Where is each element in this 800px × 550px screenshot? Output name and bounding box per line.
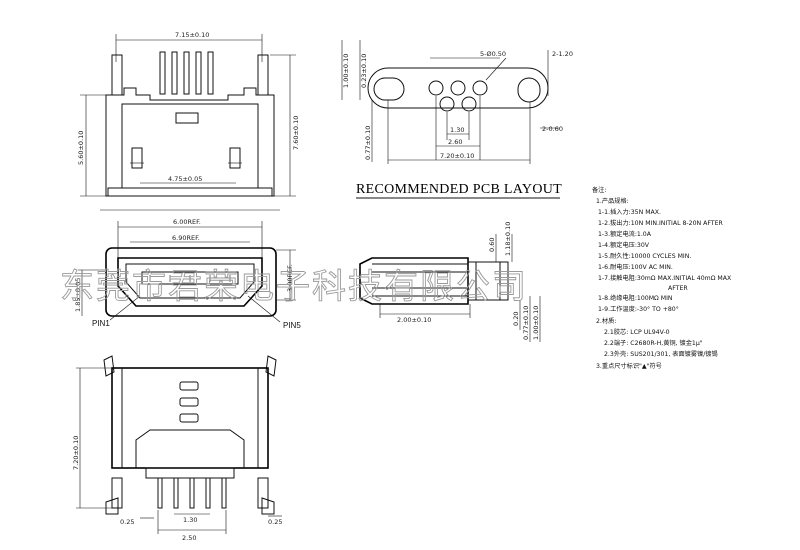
top-dim-height-left: 5.60±0.10 — [77, 131, 85, 165]
bottom-view: 7.20±0.10 1.30 2.50 0.25 0.25 — [72, 355, 282, 542]
notes-heading: 备注: — [592, 186, 606, 194]
note-line: 2.2端子: C2680R-H,黄铜, 镀金1μ" — [604, 339, 703, 347]
side-dim-b: 1.18±0.10 — [504, 222, 512, 256]
side-view: 2.00±0.10 0.60 1.18±0.10 0.20 0.77±0.10 … — [359, 222, 541, 342]
pcb-dim-slot-h: 2-1.20 — [552, 50, 573, 58]
note-line: 2.1胶芯: LCP UL94V-0 — [604, 328, 670, 336]
pcb-dim-top2: 0.23±0.10 — [360, 54, 368, 88]
front-dim-inner: 6.90REF. — [172, 234, 200, 242]
side-dim-a: 0.60 — [488, 238, 496, 252]
note-line: AFTER — [668, 285, 688, 292]
note-line: 1-1.插入力:35N MAX. — [598, 208, 661, 216]
note-line: 1-9.工作温度:-30° TO +80° — [598, 305, 679, 313]
pcb-dim-span: 2.60 — [448, 138, 462, 146]
note-line: 1.产品规格: — [596, 197, 629, 205]
bottom-dim-left: 0.25 — [120, 518, 134, 526]
pcb-layout-title: RECOMMENDED PCB LAYOUT — [356, 182, 562, 197]
pcb-dim-holes: 5-Ø0.50 — [480, 50, 506, 58]
top-dim-inner: 4.75±0.05 — [168, 175, 202, 183]
pin1-label: PIN1 — [92, 319, 110, 328]
note-line: 1-5.耐久性:10000 CYCLES MIN. — [598, 252, 691, 260]
front-view: 6.00REF. 6.90REF. 1.85±0.05 3.00REF. PIN… — [74, 218, 301, 330]
bottom-dim-span: 2.50 — [182, 534, 196, 542]
bottom-dim-right: 0.25 — [268, 518, 282, 526]
note-line: 1-7.接触电阻:30mΩ MAX.INITIAL 40mΩ MAX — [598, 274, 732, 282]
bottom-dim-pitch: 1.30 — [183, 516, 197, 524]
front-dim-outer: 6.00REF. — [173, 218, 201, 226]
front-dim-right: 3.00REF. — [286, 264, 294, 292]
top-dim-height-right: 7.60±0.10 — [292, 116, 300, 150]
note-line: 2.3外壳: SUS201/301, 表面镀雾镍/镀锡 — [604, 350, 718, 358]
bottom-dim-height: 7.20±0.10 — [72, 436, 80, 470]
note-line: 2.材质: — [596, 317, 616, 325]
pcb-dim-slot-w: 2-0.60 — [542, 125, 563, 133]
pin5-label: PIN5 — [283, 321, 301, 330]
notes-block: 备注: 1.产品规格: 1-1.插入力:35N MAX. 1-2.拔出力:10N… — [592, 186, 732, 370]
note-line: 1-8.绝缘电阻:100MΩ MIN — [598, 294, 673, 302]
pcb-dim-total: 7.20±0.10 — [440, 152, 474, 160]
top-dim-width: 7.15±0.10 — [175, 31, 209, 39]
pcb-layout: 5-Ø0.50 2-1.20 2-0.60 1.30 2.60 7.20±0.1… — [341, 40, 573, 199]
pcb-dim-top1: 1.00±0.10 — [342, 54, 350, 88]
side-dim-e: 1.00±0.10 — [532, 306, 540, 340]
note-line: 1-2.拔出力:10N MIN.INITIAL 8-20N AFTER — [598, 219, 723, 227]
front-dim-left: 1.85±0.05 — [74, 278, 82, 312]
note-line: 1-3.额定电流:1.0A — [598, 230, 652, 238]
pcb-dim-left: 0.77±0.10 — [364, 126, 372, 160]
note-line: 1-4.额定电压:30V — [598, 241, 650, 249]
watermark: 东莞市君荣电子科技有限公司 — [60, 267, 528, 307]
side-dim-c: 0.20 — [512, 312, 520, 326]
top-view: 7.15±0.10 4.75±0.05 5.60±0.10 — [77, 31, 300, 211]
note-line: 1-6.耐电压:100V AC MIN. — [598, 263, 673, 271]
side-dim-d: 0.77±0.10 — [522, 306, 530, 340]
pcb-dim-pitch: 1.30 — [450, 126, 464, 134]
side-dim-width: 2.00±0.10 — [397, 316, 431, 324]
note-line: 3.重点尺寸标识"▲"符号 — [596, 362, 662, 370]
